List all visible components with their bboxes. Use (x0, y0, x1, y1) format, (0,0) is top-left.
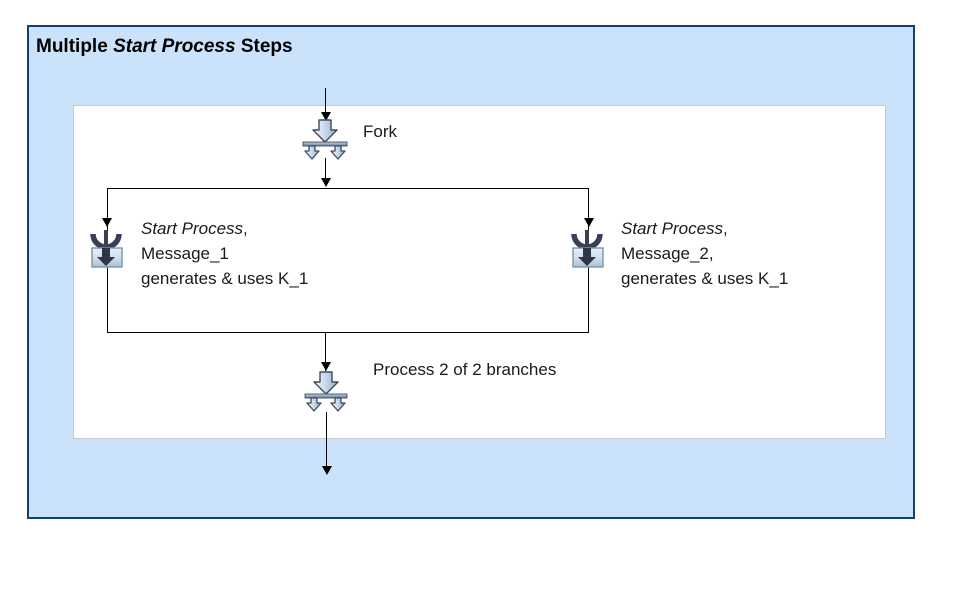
connector-exit-line (326, 412, 327, 470)
start-process-icon-right[interactable] (567, 226, 607, 270)
start-process-icon-left[interactable] (86, 226, 126, 270)
start-process-right-label-line3: generates & uses K_1 (621, 269, 789, 288)
start-process-right-label: Start Process, Message_2, generates & us… (621, 216, 788, 291)
page-title-emphasis: Start Process (113, 36, 236, 57)
connector-entry-arrowhead (321, 112, 331, 121)
start-process-right-emphasis: Start Process (621, 219, 724, 238)
connector-right-branch-arrowhead (584, 218, 594, 227)
start-process-left-comma: , (243, 219, 248, 238)
connector-left-branch-arrowhead (102, 218, 112, 227)
diagram-inner-panel (73, 105, 886, 439)
page-title: Multiple Start Process Steps (36, 36, 293, 58)
fork-icon[interactable] (300, 118, 350, 160)
connector-fork-to-split-arrowhead (321, 178, 331, 187)
join-icon[interactable] (303, 370, 349, 412)
connector-split-to-join-arrowhead (321, 362, 331, 371)
page-title-suffix: Steps (235, 36, 293, 57)
connector-exit-arrowhead (322, 466, 332, 475)
start-process-left-emphasis: Start Process (141, 219, 244, 238)
start-process-right-comma: , (723, 219, 728, 238)
start-process-left-label-line2: Message_1 (141, 244, 229, 263)
page-title-prefix: Multiple (36, 36, 114, 57)
fork-label: Fork (363, 122, 397, 141)
start-process-right-label-line1: Start Process, (621, 216, 788, 241)
start-process-left-label: Start Process, Message_1 generates & use… (141, 216, 308, 291)
start-process-left-label-line1: Start Process, (141, 216, 308, 241)
start-process-right-label-line2: Message_2, (621, 244, 714, 263)
connector-entry-line (325, 88, 326, 114)
connector-split-to-join-line (325, 333, 326, 371)
start-process-left-label-line3: generates & uses K_1 (141, 269, 309, 288)
connector-fork-to-split-line (325, 158, 326, 179)
join-label: Process 2 of 2 branches (373, 360, 557, 379)
